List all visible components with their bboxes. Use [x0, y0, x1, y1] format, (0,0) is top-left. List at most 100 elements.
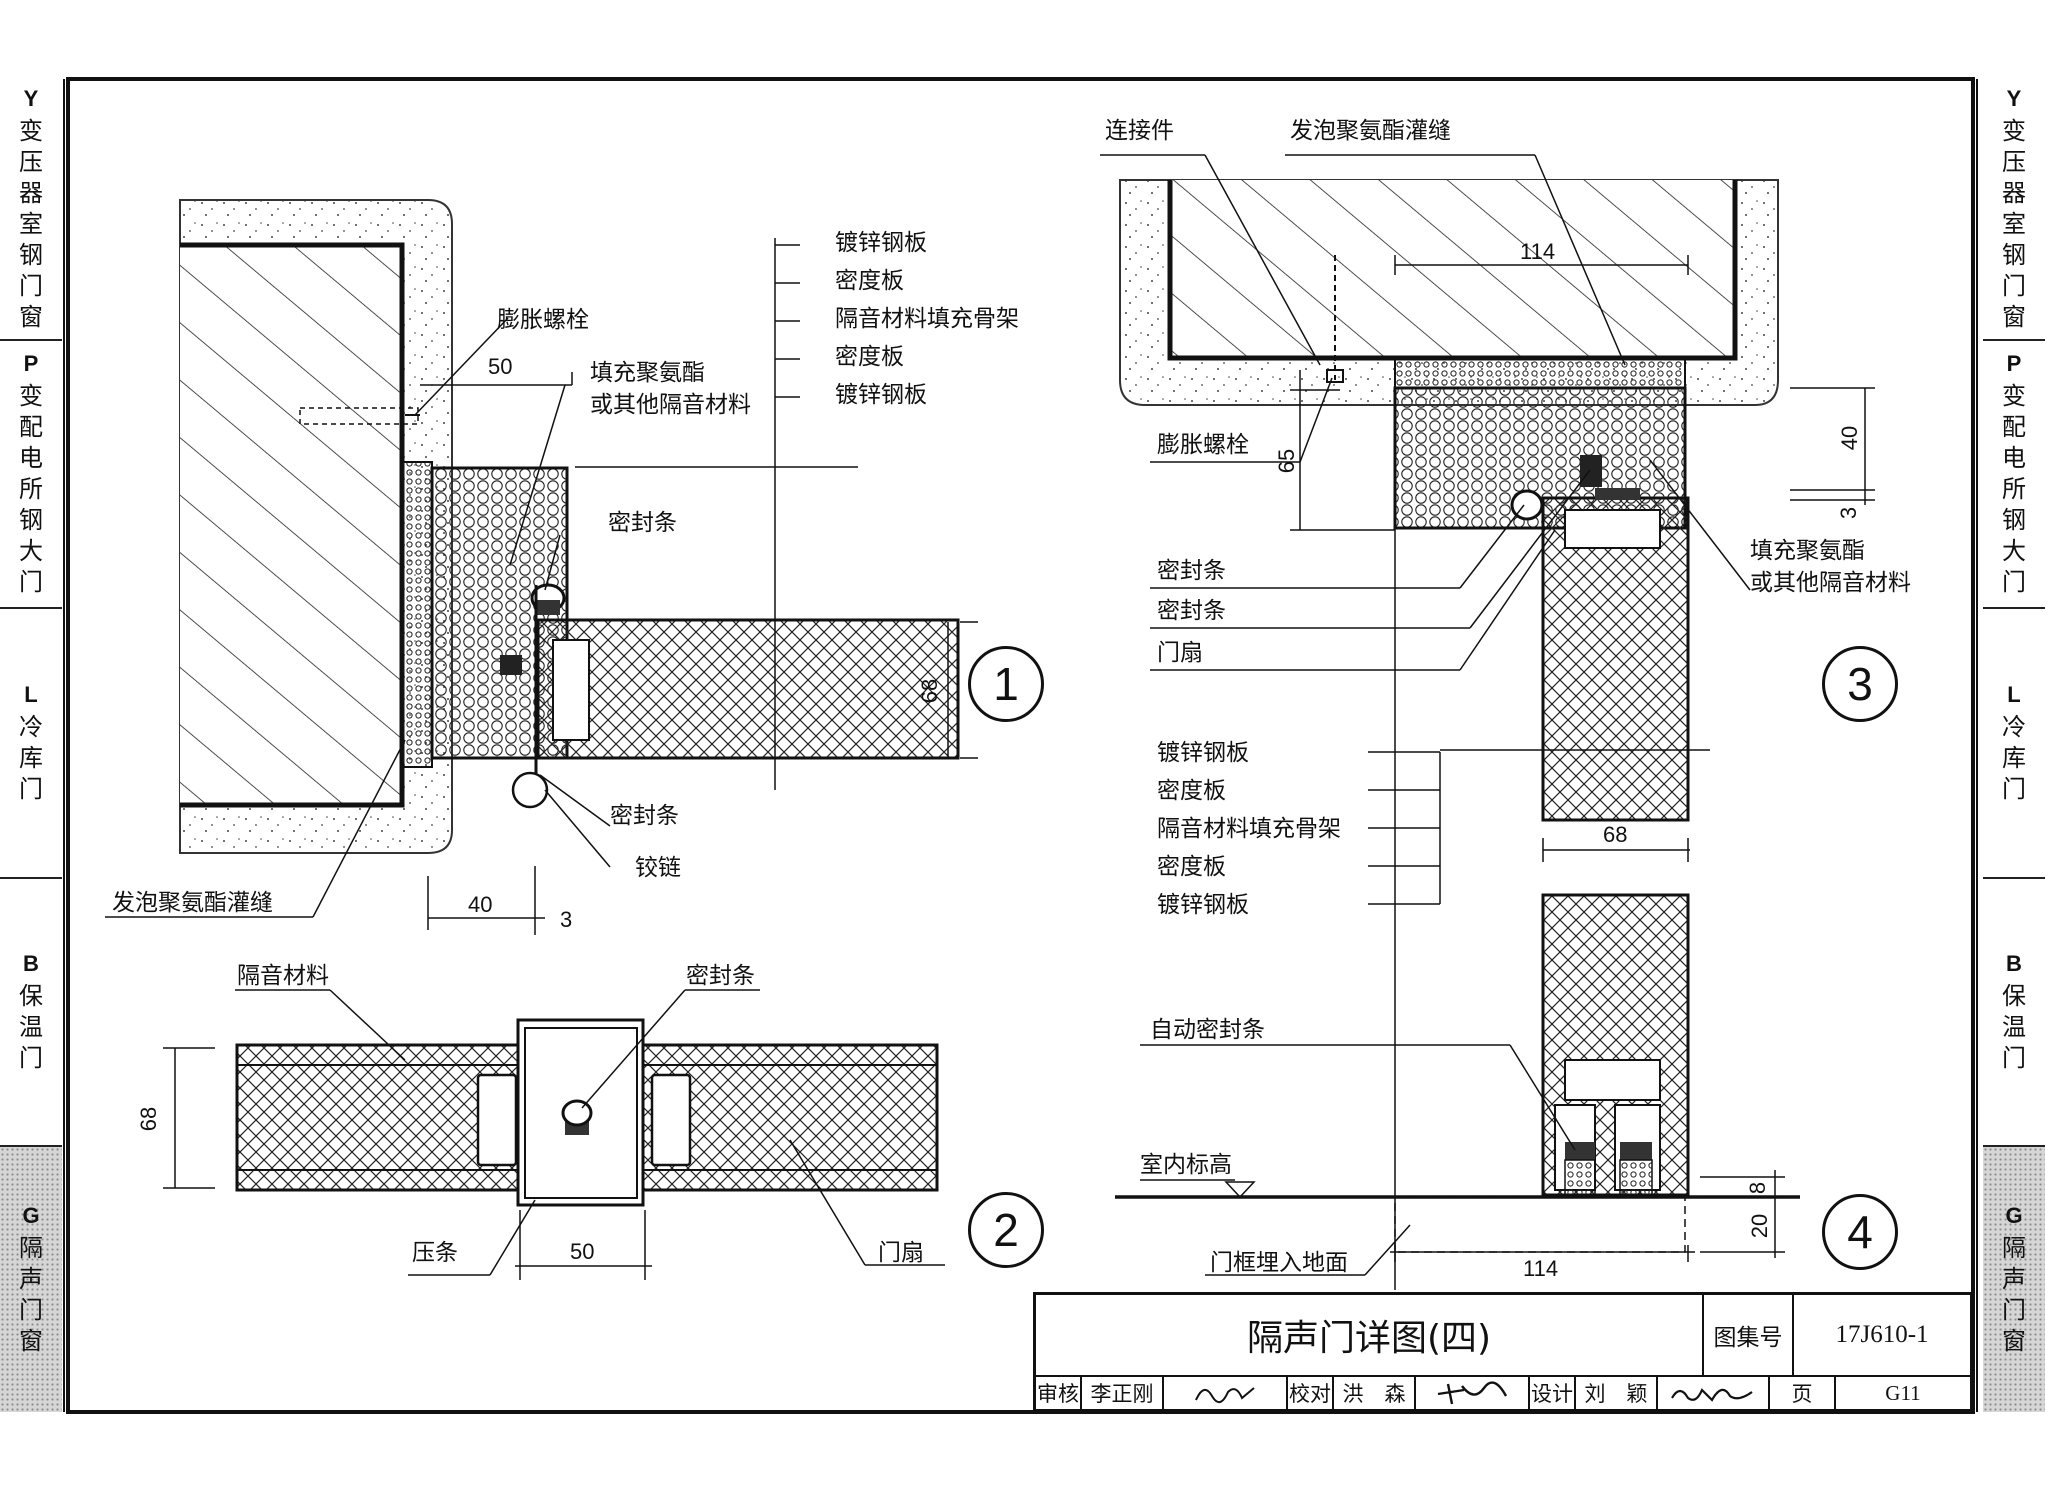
d3-dim-114: 114 — [1520, 239, 1556, 264]
tab-label: 保温门 — [19, 981, 43, 1072]
designer-name: 刘 颖 — [1576, 1377, 1658, 1409]
d2-dim-68: 68 — [136, 1106, 162, 1132]
d2-press-strip-label: 压条 — [412, 1240, 458, 1266]
reviewer-signature-scribble — [1195, 1387, 1255, 1403]
d1-fill-material-label: 填充聚氨酯 或其他隔音材料 — [590, 360, 751, 418]
d4-layer-5: 镀锌钢板 — [1157, 892, 1249, 918]
d1-seal-strip-lower-label: 密封条 — [610, 803, 679, 829]
check-label: 校对 — [1288, 1377, 1334, 1409]
title-divider — [1036, 1375, 1970, 1377]
legend-layer-2: 密度板 — [835, 268, 904, 294]
detail-3-drawing — [1100, 154, 1875, 822]
sheet-border — [66, 77, 1975, 1414]
drawing-title: 隔声门详图(四) — [1036, 1295, 1704, 1375]
d2-door-leaf-label: 门扇 — [878, 1240, 924, 1266]
tab-label: 隔声门窗 — [2002, 1233, 2026, 1355]
tab-label: 冷库门 — [19, 712, 43, 803]
d4-auto-seal-label: 自动密封条 — [1150, 1017, 1265, 1043]
d1-dim-50: 50 — [488, 354, 513, 379]
d3-dim-65: 65 — [1274, 448, 1300, 474]
atlas-number: 17J610-1 — [1835, 1321, 1929, 1348]
d4-layer-4: 密度板 — [1157, 854, 1226, 880]
tab-code: P — [23, 350, 39, 376]
detail-1-drawing — [105, 199, 978, 935]
tab-label: 变配电所钢大门 — [2002, 381, 2026, 596]
d4-dim-68: 68 — [1603, 822, 1628, 847]
tab-code: B — [23, 950, 39, 976]
checker-signature-scribble — [1437, 1381, 1508, 1405]
left-tab-l[interactable]: L 冷库门 — [0, 609, 62, 879]
d3-connector-label: 连接件 — [1105, 118, 1174, 144]
d3-seal-strip-1-label: 密封条 — [1157, 558, 1226, 584]
d4-indoor-level-label: 室内标高 — [1140, 1152, 1232, 1178]
d3-expansion-bolt-label: 膨胀螺栓 — [1157, 432, 1249, 458]
tab-code: G — [2005, 1202, 2023, 1228]
d1-dim-3: 3 — [560, 907, 573, 932]
detail-1-marker: 1 — [968, 646, 1044, 722]
title-block: 隔声门详图(四) 图集号 17J610-1 审核 李正刚 校对 洪 森 设计 刘… — [1033, 1292, 1973, 1412]
review-label: 审核 — [1036, 1377, 1082, 1409]
design-label: 设计 — [1530, 1377, 1576, 1409]
d1-dim-68: 68 — [917, 678, 943, 704]
d3-fill-material-label: 填充聚氨酯 或其他隔音材料 — [1750, 538, 1911, 596]
right-tab-p[interactable]: P 变配电所钢大门 — [1983, 341, 2045, 609]
d3-foam-joint-label: 发泡聚氨酯灌缝 — [1290, 118, 1451, 144]
d1-dim-40: 40 — [468, 892, 493, 917]
detail-4-drawing — [1115, 528, 1800, 1290]
left-tab-b[interactable]: B 保温门 — [0, 879, 62, 1147]
detail-3-marker: 3 — [1822, 646, 1898, 722]
tab-code: Y — [23, 85, 39, 111]
d2-seal-strip-label: 密封条 — [686, 963, 755, 989]
legend-layer-1: 镀锌钢板 — [835, 230, 927, 256]
d4-layer-2: 密度板 — [1157, 778, 1226, 804]
tab-code: L — [2007, 681, 2021, 707]
d3-dim-40: 40 — [1837, 425, 1863, 451]
tab-label: 变压器室钢门窗 — [19, 116, 43, 331]
legend-layer-4: 密度板 — [835, 344, 904, 370]
left-tab-g[interactable]: G 隔声门窗 — [0, 1147, 62, 1412]
d4-layer-3: 隔音材料填充骨架 — [1157, 816, 1341, 842]
d4-dim-8: 8 — [1745, 1181, 1771, 1195]
tab-code: Y — [2006, 85, 2022, 111]
left-tab-p[interactable]: P 变配电所钢大门 — [0, 341, 62, 609]
reviewer-name: 李正刚 — [1082, 1377, 1164, 1409]
d1-seal-strip-upper-label: 密封条 — [608, 510, 677, 536]
d3-door-leaf-label: 门扇 — [1157, 640, 1203, 666]
legend-layer-3: 隔音材料填充骨架 — [835, 306, 1019, 332]
checker-name: 洪 森 — [1334, 1377, 1416, 1409]
d4-layer-1: 镀锌钢板 — [1157, 740, 1249, 766]
tab-label: 保温门 — [2002, 981, 2026, 1072]
page-label: 页 — [1770, 1377, 1836, 1409]
d1-hinge-label: 铰链 — [635, 855, 681, 881]
d4-frame-embedded-label: 门框埋入地面 — [1210, 1250, 1348, 1276]
d1-expansion-bolt-label: 膨胀螺栓 — [497, 307, 589, 333]
detail-2-marker: 2 — [968, 1192, 1044, 1268]
legend-layer-5: 镀锌钢板 — [835, 382, 927, 408]
left-tab-y[interactable]: Y 变压器室钢门窗 — [0, 79, 62, 341]
d3-seal-strip-2-label: 密封条 — [1157, 598, 1226, 624]
right-tab-b[interactable]: B 保温门 — [1983, 879, 2045, 1147]
reviewer-signature — [1164, 1377, 1288, 1409]
d2-acoustic-material-label: 隔音材料 — [237, 963, 329, 989]
d2-dim-50: 50 — [570, 1239, 595, 1264]
tab-label: 隔声门窗 — [19, 1233, 43, 1355]
d4-dim-114: 114 — [1523, 1256, 1559, 1281]
detail-4-marker: 4 — [1822, 1194, 1898, 1270]
tab-label: 变压器室钢门窗 — [2002, 116, 2026, 331]
right-tab-g[interactable]: G 隔声门窗 — [1983, 1147, 2045, 1412]
tab-label: 变配电所钢大门 — [19, 381, 43, 596]
title-col-divider — [1704, 1295, 1706, 1375]
checker-signature — [1416, 1377, 1530, 1409]
d1-foam-joint-label: 发泡聚氨酯灌缝 — [112, 890, 273, 916]
right-tab-y[interactable]: Y 变压器室钢门窗 — [1983, 79, 2045, 341]
right-tab-l[interactable]: L 冷库门 — [1983, 609, 2045, 879]
d3-dim-3: 3 — [1836, 506, 1862, 520]
tab-code: G — [22, 1202, 40, 1228]
tab-code: L — [24, 681, 38, 707]
designer-signature-scribble — [1671, 1388, 1753, 1402]
designer-signature — [1658, 1377, 1770, 1409]
page-number: G11 — [1885, 1380, 1921, 1405]
tab-label: 冷库门 — [2002, 712, 2026, 803]
